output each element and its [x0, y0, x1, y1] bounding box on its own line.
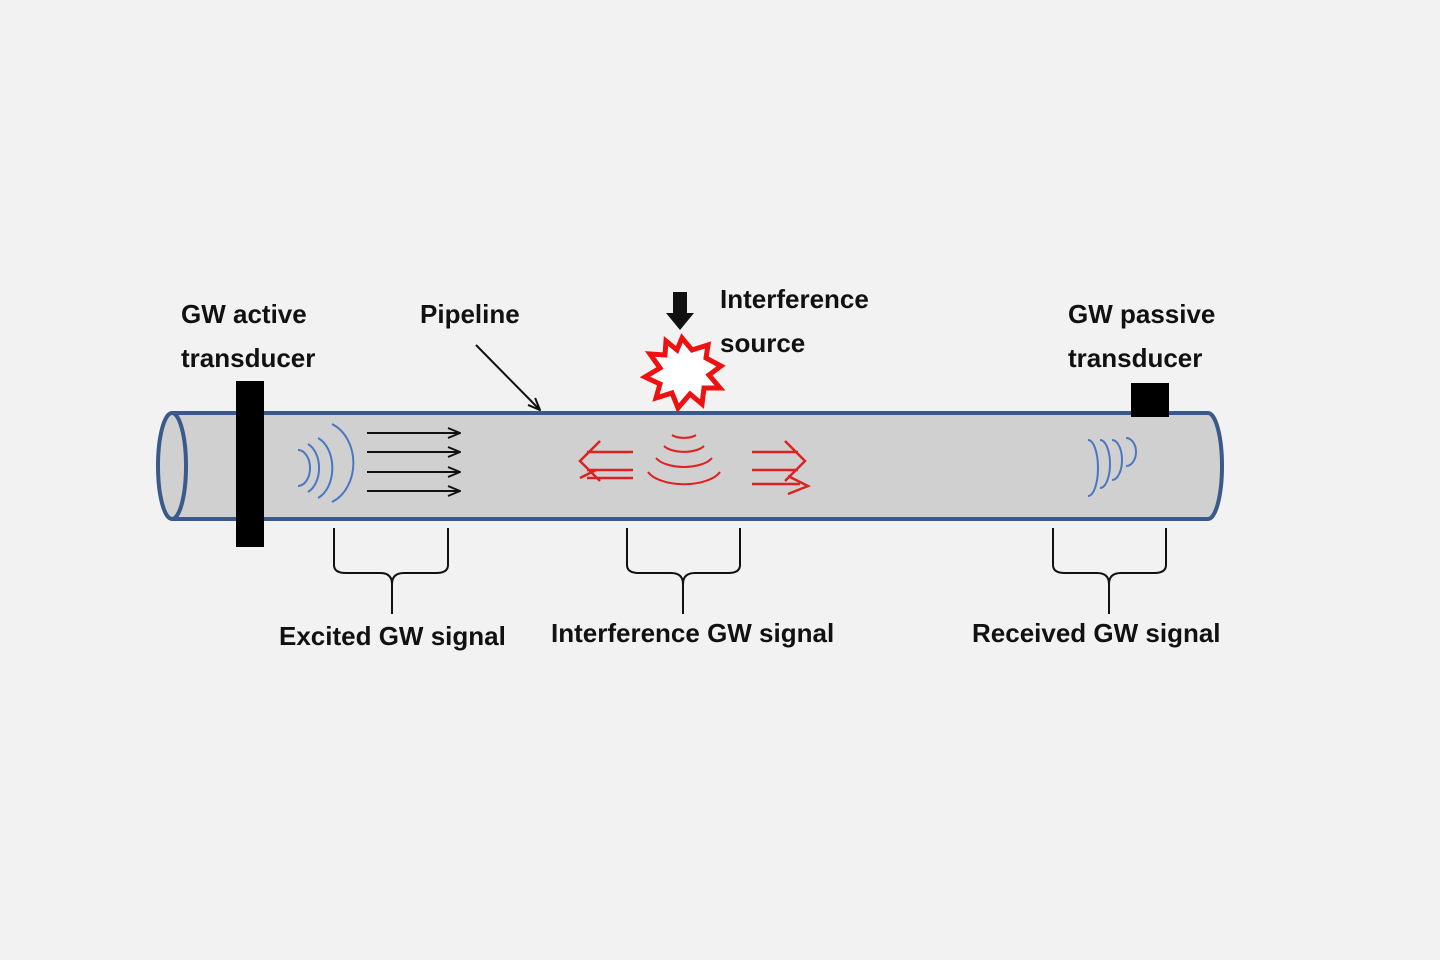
received-wave-arc [1111, 439, 1123, 481]
brace-interference [626, 528, 741, 614]
brace-received [1052, 528, 1167, 614]
interference-right-double-arrow [752, 440, 807, 482]
pipe-open-end [156, 411, 188, 521]
received-wave-arc [1087, 439, 1099, 497]
excited-wave-arc [307, 443, 321, 493]
received-wave-arc [1099, 439, 1111, 489]
interference-wave-arc [655, 457, 713, 468]
active-transducer-label-line1: GW active [181, 299, 307, 329]
active-transducer [236, 381, 264, 547]
impact-arrow [666, 292, 694, 330]
passive-transducer [1131, 383, 1169, 417]
interference-right-lower-arrow [752, 474, 812, 496]
pipeline-label: Pipeline [420, 299, 520, 329]
interference-source-label-line1: Interference [720, 284, 869, 314]
active-transducer-label-line2: transducer [181, 343, 316, 373]
passive-transducer-label-line2: transducer [1068, 343, 1203, 373]
interference-wave-arc [671, 434, 697, 439]
interference-signal-label: Interference GW signal [551, 618, 835, 648]
excited-wave-arc [297, 449, 311, 487]
brace-excited [333, 528, 449, 614]
interference-wave-arc [647, 471, 721, 486]
received-wave-fronts [1087, 437, 1137, 497]
interference-wave-fronts [647, 434, 721, 486]
passive-transducer-label-line1: GW passive [1068, 299, 1216, 329]
interference-wave-arc [663, 445, 705, 453]
excited-wave-fronts [297, 423, 355, 503]
excited-signal-label: Excited GW signal [279, 621, 506, 651]
received-signal-label: Received GW signal [972, 618, 1221, 648]
pipeline-pointer-arrow [475, 344, 540, 410]
interference-source-label-line2: source [720, 328, 806, 358]
received-wave-arc [1125, 437, 1137, 467]
excited-wave-arc [331, 423, 355, 503]
excited-wave-arc [317, 437, 334, 499]
interference-starburst [639, 333, 726, 413]
interference-left-lower-arrow [579, 468, 633, 480]
excited-propagation-arrows [367, 433, 460, 491]
